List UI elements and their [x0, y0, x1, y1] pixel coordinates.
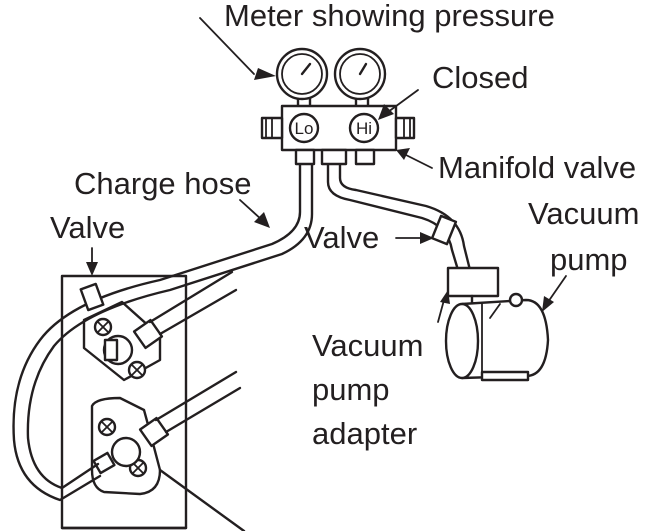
charge-hose [12, 160, 314, 502]
vacuum-pump-label-1: Vacuum [528, 196, 639, 231]
adapter-label-3: adapter [312, 416, 417, 451]
upper-service-valve [82, 270, 238, 382]
adapter-label-1: Vacuum [312, 328, 423, 363]
vacuum-hose [326, 160, 472, 272]
valve-label-left: Valve [50, 210, 125, 245]
hi-label: Hi [356, 119, 372, 138]
closed-label: Closed [432, 60, 529, 95]
valve-label-mid: Valve [304, 220, 379, 255]
vacuum-pump [444, 266, 550, 382]
lower-service-valve [90, 370, 246, 531]
lo-label: Lo [295, 119, 314, 138]
labels: Meter showing pressure Closed Manifold v… [50, 0, 639, 451]
leader-lines [86, 17, 567, 323]
manifold-gauge-set: Lo Hi [260, 47, 416, 166]
lo-valve-knob [288, 112, 320, 144]
meter-label: Meter showing pressure [224, 0, 555, 33]
vacuum-pump-label-2: pump [550, 242, 628, 277]
hi-valve-knob [348, 112, 380, 144]
charge-hose-label: Charge hose [74, 166, 252, 201]
manifold-valve-label: Manifold valve [438, 150, 636, 185]
adapter-label-2: pump [312, 372, 390, 407]
